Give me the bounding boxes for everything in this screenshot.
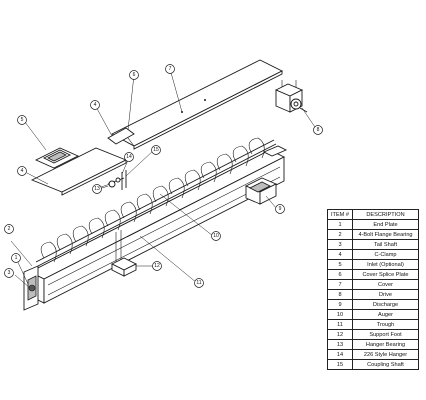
description-header: DESCRIPTION bbox=[352, 209, 419, 220]
callout-2: 2 bbox=[4, 224, 14, 234]
callout-13: 13 bbox=[92, 184, 102, 194]
svg-text:10: 10 bbox=[213, 233, 219, 239]
description-cell: Auger bbox=[352, 309, 419, 320]
callout-12: 12 bbox=[152, 261, 162, 271]
svg-text:4: 4 bbox=[21, 168, 24, 174]
description-cell: Tail Shaft bbox=[352, 239, 419, 250]
description-cell: End Plate bbox=[352, 219, 419, 230]
item-number-cell: 13 bbox=[327, 339, 353, 350]
svg-text:4: 4 bbox=[94, 102, 97, 108]
callout-6: 6 bbox=[129, 70, 139, 80]
callout-15: 15 bbox=[151, 145, 161, 155]
auger-part bbox=[35, 137, 277, 267]
item-number-cell: 8 bbox=[327, 289, 353, 300]
item-number-cell: 6 bbox=[327, 269, 353, 280]
callout-11: 11 bbox=[194, 278, 204, 288]
item-number-cell: 2 bbox=[327, 229, 353, 240]
callout-14: 14 bbox=[124, 152, 134, 162]
item-number-cell: 1 bbox=[327, 219, 353, 230]
item-number-cell: 4 bbox=[327, 249, 353, 260]
callout-4a: 4 bbox=[90, 100, 100, 110]
svg-text:12: 12 bbox=[154, 263, 160, 269]
callout-10: 10 bbox=[211, 231, 221, 241]
svg-text:9: 9 bbox=[279, 206, 282, 212]
item-number-cell: 12 bbox=[327, 329, 353, 340]
callout-8: 8 bbox=[313, 125, 323, 135]
svg-text:3: 3 bbox=[8, 270, 11, 276]
svg-text:8: 8 bbox=[317, 127, 320, 133]
item-number-cell: 3 bbox=[327, 239, 353, 250]
cover-splice-plate-part bbox=[107, 127, 135, 145]
callout-bubbles: 1 2 3 4 4 5 6 7 8 9 10 11 12 13 14 15 bbox=[4, 64, 323, 288]
item-number-cell: 5 bbox=[327, 259, 353, 270]
item-number-cell: 9 bbox=[327, 299, 353, 310]
item-number-header: ITEM # bbox=[327, 209, 353, 220]
svg-text:13: 13 bbox=[94, 186, 100, 192]
svg-text:1: 1 bbox=[15, 255, 18, 261]
cover-part bbox=[111, 59, 284, 150]
description-cell: Cover bbox=[352, 279, 419, 290]
svg-text:5: 5 bbox=[21, 117, 24, 123]
support-foot-part bbox=[110, 257, 138, 277]
drive-part bbox=[274, 80, 308, 113]
description-cell: Support Foot bbox=[352, 329, 419, 340]
svg-text:7: 7 bbox=[169, 66, 172, 72]
description-cell: Inlet (Optional) bbox=[352, 259, 419, 270]
svg-text:15: 15 bbox=[153, 147, 159, 153]
callout-5: 5 bbox=[17, 115, 27, 125]
description-cell: Hanger Bearing bbox=[352, 339, 419, 350]
item-number-cell: 15 bbox=[327, 359, 353, 370]
discharge-part bbox=[244, 177, 278, 205]
callout-4b: 4 bbox=[17, 166, 27, 176]
description-cell: Discharge bbox=[352, 299, 419, 310]
svg-text:14: 14 bbox=[126, 154, 132, 160]
callout-7: 7 bbox=[165, 64, 175, 74]
callout-9: 9 bbox=[275, 204, 285, 214]
description-cell: C-Clamp bbox=[352, 249, 419, 260]
item-number-cell: 7 bbox=[327, 279, 353, 290]
inlet-part bbox=[34, 147, 80, 169]
description-cell: Trough bbox=[352, 319, 419, 330]
svg-text:2: 2 bbox=[8, 226, 11, 232]
callout-1: 1 bbox=[11, 253, 21, 263]
svg-text:6: 6 bbox=[133, 72, 136, 78]
table-header-row: ITEM # DESCRIPTION bbox=[327, 209, 419, 220]
description-cell: 4-Bolt Flange Bearing bbox=[352, 229, 419, 240]
item-number-cell: 10 bbox=[327, 309, 353, 320]
description-cell: Coupling Shaft bbox=[352, 359, 419, 370]
description-cell: Drive bbox=[352, 289, 419, 300]
item-number-cell: 11 bbox=[327, 319, 353, 330]
item-number-cell: 14 bbox=[327, 349, 353, 360]
description-cell: 226 Style Hanger bbox=[352, 349, 419, 360]
description-cell: Cover Splice Plate bbox=[352, 269, 419, 280]
leader-lines bbox=[10, 68, 318, 289]
end-plate-part bbox=[23, 265, 39, 311]
svg-text:11: 11 bbox=[196, 280, 201, 286]
hanger-assembly-part bbox=[95, 170, 127, 191]
callout-3: 3 bbox=[4, 268, 14, 278]
